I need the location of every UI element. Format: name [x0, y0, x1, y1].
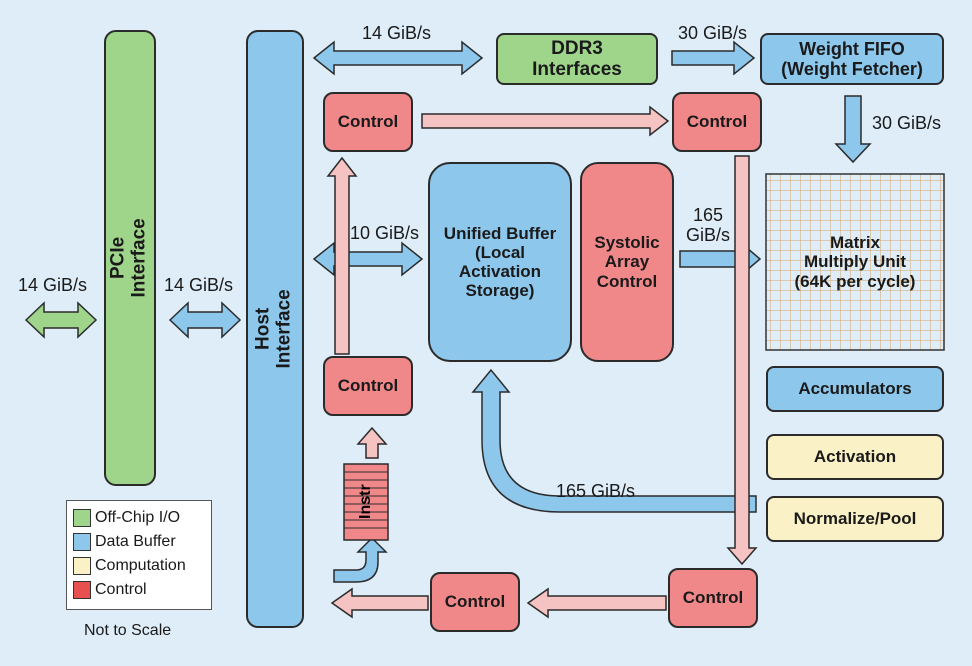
arrow-ddr3-fifo [671, 40, 756, 76]
arrow-return-to-ub [471, 368, 757, 513]
legend-swatch [73, 557, 91, 575]
legend-item-computation: Computation [73, 554, 205, 578]
control-top-left: Control [323, 92, 413, 152]
arrow-instr-up [356, 426, 388, 459]
bw-host-ddr3: 14 GiB/s [362, 23, 432, 43]
legend-swatch [73, 581, 91, 599]
bw-ddr3-fifo: 30 GiB/s [678, 23, 748, 43]
bw-host-ub: 10 GiB/s [350, 223, 420, 243]
weight-fifo: Weight FIFO (Weight Fetcher) [760, 33, 944, 85]
arrow-host-ub [312, 241, 424, 277]
control-bottom-mid: Control [430, 572, 520, 632]
pcie-interface-label: PCIe Interface [108, 218, 151, 298]
control-mid-left: Control [323, 356, 413, 416]
matrix-grid [765, 173, 945, 351]
pcie-interface: PCIe Interface [104, 30, 156, 486]
bw-return: 165 GiB/s [556, 481, 636, 501]
systolic-array-control: Systolic Array Control [580, 162, 674, 362]
legend-label: Data Buffer [95, 533, 176, 550]
legend-swatch [73, 509, 91, 527]
control-bottom-right: Control [668, 568, 758, 628]
control-top-right: Control [672, 92, 762, 152]
arrow-instr-input [333, 536, 388, 583]
bw-systolic-matrix: 165 GiB/s [686, 205, 731, 245]
instr-stack [343, 463, 389, 541]
bw-pcie-host: 14 GiB/s [164, 275, 234, 295]
host-interface-label: Host Interface [253, 289, 296, 369]
legend-item-data-buffer: Data Buffer [73, 530, 205, 554]
legend-label: Computation [95, 557, 186, 574]
bw-left-pcie: 14 GiB/s [18, 275, 88, 295]
normalize-pool: Normalize/Pool [766, 496, 944, 542]
arrow-ctrl-top [421, 105, 670, 137]
bw-fifo-matrix: 30 GiB/s [872, 113, 942, 133]
arrow-ctrl-bottom-left [330, 587, 429, 619]
host-interface: Host Interface [246, 30, 304, 628]
ddr3-interfaces: DDR3 Interfaces [496, 33, 658, 85]
legend-item-control: Control [73, 578, 205, 602]
instr-label: Instr [357, 484, 374, 520]
accumulators: Accumulators [766, 366, 944, 412]
arrow-pcie-host [168, 301, 242, 339]
unified-buffer: Unified Buffer (Local Activation Storage… [428, 162, 572, 362]
activation: Activation [766, 434, 944, 480]
legend: Off-Chip I/O Data Buffer Computation Con… [66, 500, 212, 610]
arrow-ctrl-bottom-right [526, 587, 667, 619]
arrow-fifo-matrix [834, 95, 872, 164]
legend-swatch [73, 533, 91, 551]
arrow-left-pcie [24, 301, 98, 339]
legend-label: Control [95, 581, 147, 598]
legend-item-off-chip: Off-Chip I/O [73, 506, 205, 530]
arrow-ctrl-down-right [726, 155, 758, 566]
legend-label: Off-Chip I/O [95, 509, 181, 526]
matrix-multiply-unit: Matrix Multiply Unit (64K per cycle) [794, 233, 916, 291]
scale-note: Not to Scale [84, 622, 172, 639]
arrow-host-ddr3 [312, 40, 484, 76]
arrow-ctrl-up-left [326, 156, 358, 355]
